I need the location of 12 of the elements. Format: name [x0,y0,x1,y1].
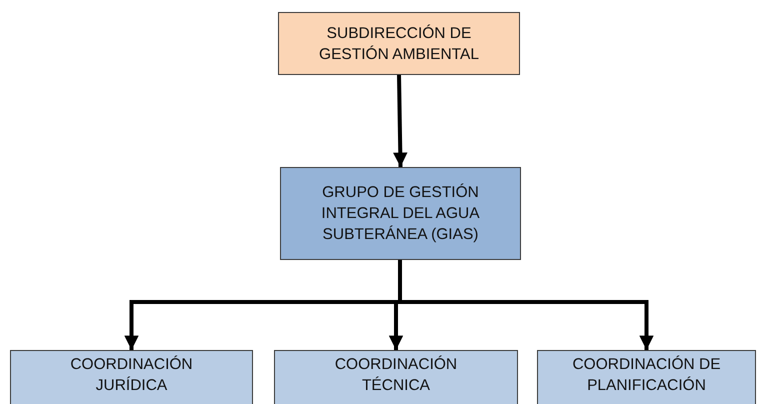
box-label: SUBDIRECCIÓN DE GESTIÓN AMBIENTAL [318,24,480,64]
org-box [278,12,520,75]
box-label: COORDINACIÓN TÉCNICA [334,354,458,396]
org-box [10,350,253,404]
box-label: GRUPO DE GESTIÓN INTEGRAL DEL AGUA SUBTERÁNEA (GIAS) [320,182,481,245]
arrow [393,74,408,168]
box-label: COORDINACIÓN DE PLANIFICACIÓN [571,354,722,396]
org-box [274,350,518,404]
org-box [280,167,521,260]
arrow [398,260,654,350]
box-label: COORDINACIÓN JURÍDICA [69,354,194,396]
org-box [537,350,756,404]
